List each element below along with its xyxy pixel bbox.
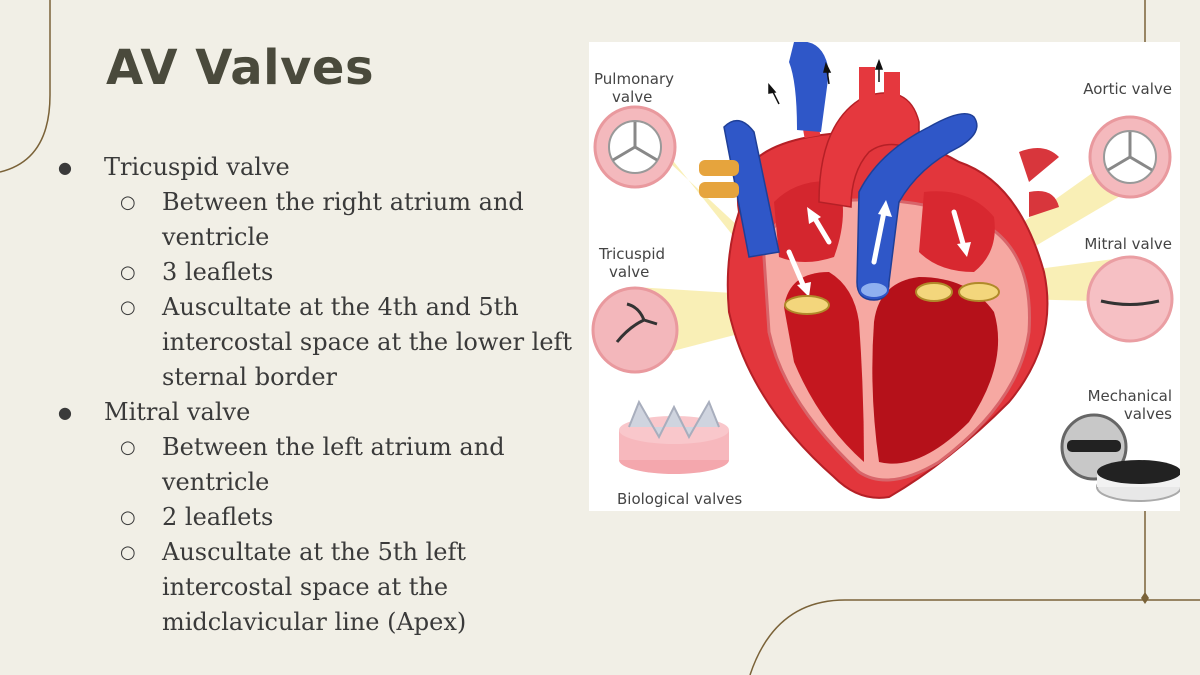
sub-bullet-mitral-auscultation: Auscultate at the 5th left intercostal s…	[58, 535, 598, 640]
heart-valves-diagram: Pulmonary valve Aortic valve Tricuspid v…	[589, 42, 1180, 511]
sub-bullet-tricuspid-location: Between the right atrium and ventricle	[58, 185, 598, 255]
bullet-list: Tricuspid valve Between the right atrium…	[58, 150, 598, 640]
sub-bullet-mitral-leaflets: 2 leaflets	[58, 500, 598, 535]
label-tricuspid-valve: Tricuspid valve	[599, 245, 666, 281]
sub-bullet-tricuspid-auscultation: Auscultate at the 4th and 5th intercosta…	[58, 290, 598, 395]
label-aortic-valve: Aortic valve	[1083, 80, 1172, 98]
sub-bullet-mitral-location: Between the left atrium and ventricle	[58, 430, 598, 500]
sub-bullet-tricuspid-leaflets: 3 leaflets	[58, 255, 598, 290]
heart-illustration	[591, 42, 1180, 502]
label-pulmonary-valve: Pulmonary valve	[594, 70, 674, 106]
label-mitral-valve: Mitral valve	[1084, 235, 1172, 253]
label-biological-valves: Biological valves	[617, 490, 743, 508]
bullet-tricuspid: Tricuspid valve	[58, 150, 598, 185]
slide-title: AV Valves	[106, 40, 375, 96]
bullet-mitral: Mitral valve	[58, 395, 598, 430]
label-mechanical-valves: Mechanical valves	[1087, 387, 1172, 423]
